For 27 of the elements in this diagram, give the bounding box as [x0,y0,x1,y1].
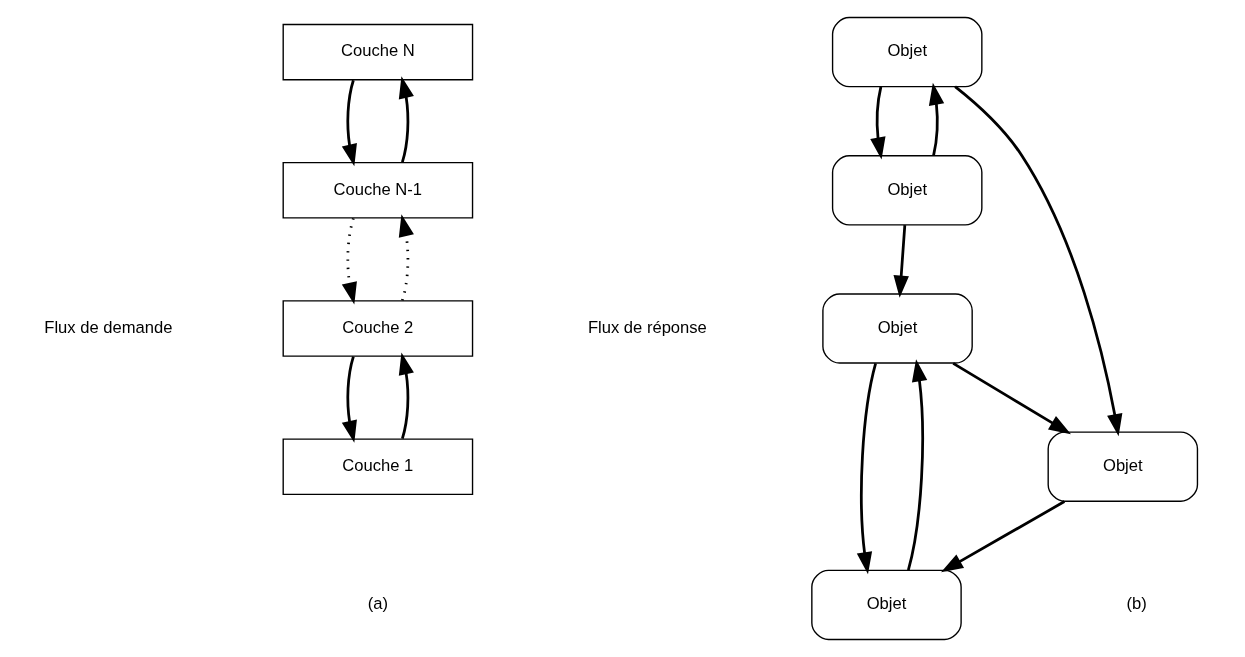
arrow [398,352,414,439]
label: (b) [1126,594,1147,614]
node-box: Couche N-1 [282,161,474,219]
arrow [907,359,928,571]
arrow [893,225,909,298]
node-box: Objet [1047,431,1199,502]
node-box: Objet [822,293,973,364]
arrow [928,82,945,156]
arrow [398,76,414,163]
node-box: Couche 1 [282,438,474,496]
node-box: Objet [831,16,983,88]
node-box: Objet [811,569,962,641]
label: (a) [367,594,388,614]
arrow [341,356,357,443]
arrow [341,79,357,167]
arrow [398,214,414,301]
arrow [954,85,1123,437]
arrow [941,500,1066,573]
arrow [341,218,357,305]
arrow [952,362,1071,435]
arrow [870,86,886,160]
label: Flux de réponse [587,317,707,337]
label: Flux de demande [44,317,173,337]
arrow [856,363,877,575]
node-box: Objet [831,155,983,226]
node-box: Couche 2 [282,300,474,357]
node-box: Couche N [282,23,474,81]
